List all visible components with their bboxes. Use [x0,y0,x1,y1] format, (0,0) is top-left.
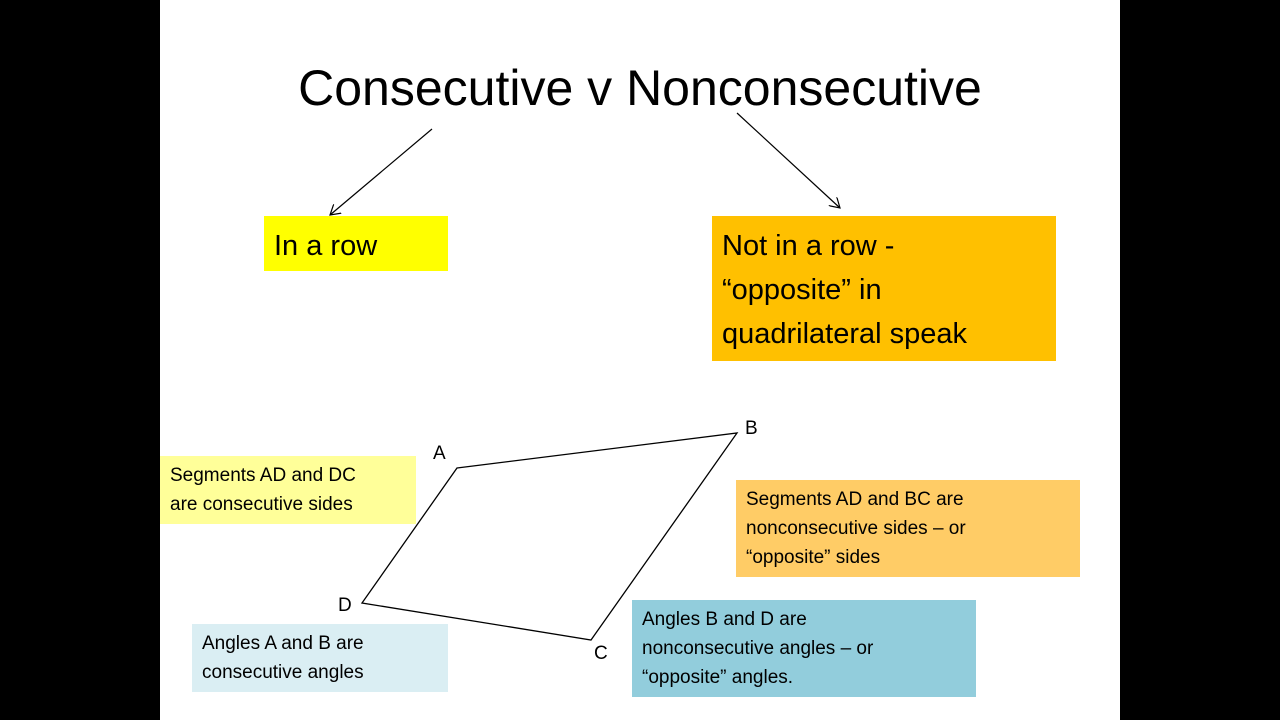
nonconsecutive-angles-line-2: nonconsecutive angles – or [642,638,874,659]
diagram-lines [160,112,1120,641]
not-in-a-row-box: Not in a row - “opposite” in quadrilater… [712,216,1056,361]
nonconsecutive-sides-line-3: “opposite” sides [746,547,881,568]
arrow-to-in-a-row [330,128,433,215]
consecutive-sides-line-1: Segments AD and DC [170,465,356,486]
consecutive-angles-line-2: consecutive angles [202,662,364,683]
in-a-row-text: In a row [274,230,378,262]
not-in-a-row-line-2: “opposite” in [722,274,882,306]
quadrilateral-abcd [360,432,739,641]
not-in-a-row-line-3: quadrilateral speak [722,318,968,350]
vertex-label-c: C [594,643,608,664]
vertex-label-d: D [338,595,352,616]
slide: Consecutive v Nonconsecutive In a row No… [160,0,1120,720]
nonconsecutive-angles-line-3: “opposite” angles. [642,667,794,688]
consecutive-sides-note: Segments AD and DC are consecutive sides [160,456,416,524]
consecutive-angles-line-1: Angles A and B are [202,633,364,654]
slide-title: Consecutive v Nonconsecutive [298,60,982,116]
vertex-label-b: B [745,418,758,439]
nonconsecutive-sides-note: Segments AD and BC are nonconsecutive si… [736,480,1080,577]
nonconsecutive-angles-line-1: Angles B and D are [642,609,807,630]
consecutive-sides-line-2: are consecutive sides [170,494,353,515]
nonconsecutive-angles-note: Angles B and D are nonconsecutive angles… [632,600,976,697]
in-a-row-box: In a row [264,216,448,271]
not-in-a-row-line-1: Not in a row - [722,230,895,262]
nonconsecutive-sides-line-1: Segments AD and BC are [746,489,964,510]
vertex-label-a: A [433,443,446,464]
consecutive-angles-note: Angles A and B are consecutive angles [192,624,448,692]
nonconsecutive-sides-line-2: nonconsecutive sides – or [746,518,966,539]
arrow-to-not-in-a-row [736,112,840,208]
